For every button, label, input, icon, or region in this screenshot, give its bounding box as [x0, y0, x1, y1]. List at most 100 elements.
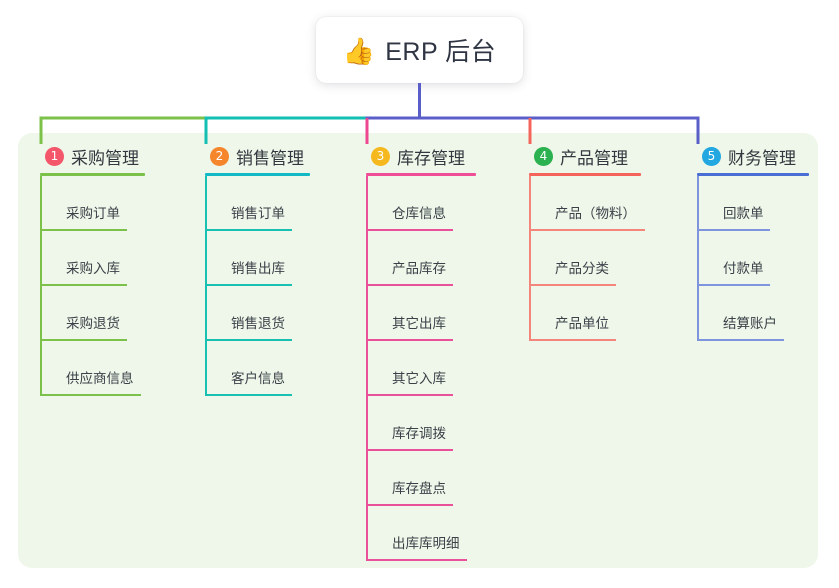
column-header-3[interactable]: 3 库存管理 — [366, 144, 476, 168]
list-item-underline — [367, 504, 453, 506]
column-header-underline — [529, 173, 641, 176]
root-node-title: ERP 后台 — [385, 38, 497, 66]
list-item[interactable]: 采购退货 — [40, 286, 145, 341]
column-spine — [366, 176, 368, 561]
list-item[interactable]: 出库库明细 — [366, 506, 476, 561]
number-badge-icon: 2 — [210, 146, 229, 166]
list-item[interactable]: 产品（物料） — [529, 176, 645, 231]
list-item-underline — [41, 284, 127, 286]
list-item-label: 库存调拨 — [392, 426, 446, 441]
list-item-underline — [41, 339, 127, 341]
number-badge-icon: 1 — [45, 146, 64, 166]
column-header-4[interactable]: 4 产品管理 — [529, 144, 641, 168]
list-item-label: 结算账户 — [723, 316, 777, 331]
column-header-1[interactable]: 1 采购管理 — [40, 144, 145, 168]
list-item-underline — [206, 339, 292, 341]
list-item-underline — [698, 284, 770, 286]
column-spine — [529, 176, 531, 341]
list-item-label: 产品单位 — [555, 316, 609, 331]
list-item-label: 供应商信息 — [66, 371, 134, 386]
number-badge-icon: 3 — [371, 146, 390, 166]
list-item-underline — [41, 229, 127, 231]
list-item[interactable]: 回款单 — [697, 176, 809, 231]
column-spine — [40, 176, 42, 396]
root-node-content: 👍 ERP 后台 — [343, 32, 496, 68]
diagram-background-panel — [18, 133, 818, 568]
column-items: 产品（物料） 产品分类产品单位 — [529, 176, 645, 341]
list-item-label: 产品分类 — [555, 261, 609, 276]
list-item-label: 付款单 — [723, 261, 764, 276]
column-items: 回款单付款单结算账户 — [697, 176, 809, 341]
list-item-label: 销售订单 — [231, 206, 285, 221]
list-item-underline — [530, 339, 616, 341]
number-badge-icon: 5 — [702, 146, 721, 166]
column-title: 采购管理 — [71, 148, 139, 168]
list-item-label: 产品（物料） — [555, 206, 636, 221]
column-title: 财务管理 — [728, 148, 796, 168]
list-item-underline — [530, 229, 645, 231]
list-item-underline — [206, 394, 292, 396]
column-2: 2 销售管理销售订单销售出库销售退货客户信息 — [205, 144, 310, 396]
column-5: 5 财务管理回款单付款单结算账户 — [697, 144, 809, 341]
list-item[interactable]: 仓库信息 — [366, 176, 476, 231]
list-item[interactable]: 付款单 — [697, 231, 809, 286]
list-item[interactable]: 客户信息 — [205, 341, 310, 396]
list-item[interactable]: 产品分类 — [529, 231, 641, 286]
list-item-label: 销售出库 — [231, 261, 285, 276]
column-header-underline — [205, 173, 310, 176]
column-title: 库存管理 — [397, 148, 465, 168]
list-item-label: 其它入库 — [392, 371, 446, 386]
list-item-label: 采购入库 — [66, 261, 120, 276]
list-item[interactable]: 其它出库 — [366, 286, 476, 341]
thumbs-up-icon: 👍 — [342, 36, 376, 66]
column-1: 1 采购管理采购订单采购入库采购退货供应商信息 — [40, 144, 145, 396]
column-title: 产品管理 — [560, 148, 628, 168]
list-item-label: 其它出库 — [392, 316, 446, 331]
root-node-card[interactable]: 👍 ERP 后台 — [316, 17, 523, 83]
column-header-underline — [366, 173, 476, 176]
list-item-underline — [367, 394, 453, 396]
column-4: 4 产品管理产品（物料） 产品分类产品单位 — [529, 144, 645, 341]
list-item-label: 销售退货 — [231, 316, 285, 331]
list-item-underline — [367, 284, 453, 286]
list-item-underline — [530, 284, 616, 286]
column-header-2[interactable]: 2 销售管理 — [205, 144, 310, 168]
list-item-underline — [367, 559, 467, 561]
list-item[interactable]: 销售退货 — [205, 286, 310, 341]
column-header-underline — [40, 173, 145, 176]
list-item[interactable]: 供应商信息 — [40, 341, 145, 396]
column-3: 3 库存管理仓库信息产品库存其它出库其它入库库存调拨库存盘点出库库明细 — [366, 144, 476, 561]
column-header-5[interactable]: 5 财务管理 — [697, 144, 809, 168]
list-item[interactable]: 销售出库 — [205, 231, 310, 286]
list-item-underline — [698, 339, 784, 341]
list-item-label: 客户信息 — [231, 371, 285, 386]
list-item-underline — [206, 284, 292, 286]
list-item[interactable]: 结算账户 — [697, 286, 809, 341]
column-header-underline — [697, 173, 809, 176]
list-item-label: 出库库明细 — [392, 536, 460, 551]
list-item-label: 采购订单 — [66, 206, 120, 221]
list-item[interactable]: 采购订单 — [40, 176, 145, 231]
list-item[interactable]: 销售订单 — [205, 176, 310, 231]
list-item-label: 采购退货 — [66, 316, 120, 331]
column-title: 销售管理 — [236, 148, 304, 168]
list-item[interactable]: 产品单位 — [529, 286, 641, 341]
column-spine — [697, 176, 699, 341]
list-item-underline — [206, 229, 292, 231]
list-item[interactable]: 产品库存 — [366, 231, 476, 286]
column-items: 采购订单采购入库采购退货供应商信息 — [40, 176, 145, 396]
list-item-underline — [41, 394, 141, 396]
list-item-underline — [367, 229, 453, 231]
list-item[interactable]: 其它入库 — [366, 341, 476, 396]
list-item[interactable]: 库存调拨 — [366, 396, 476, 451]
list-item-underline — [698, 229, 770, 231]
number-badge-icon: 4 — [534, 146, 553, 166]
list-item[interactable]: 采购入库 — [40, 231, 145, 286]
column-spine — [205, 176, 207, 396]
column-items: 销售订单销售出库销售退货客户信息 — [205, 176, 310, 396]
list-item-underline — [367, 339, 453, 341]
list-item[interactable]: 库存盘点 — [366, 451, 476, 506]
list-item-label: 仓库信息 — [392, 206, 446, 221]
list-item-label: 回款单 — [723, 206, 764, 221]
